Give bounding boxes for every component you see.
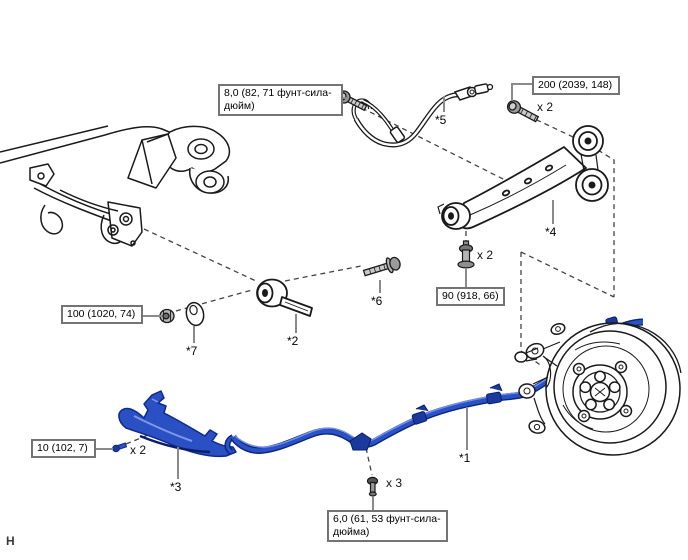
washer-part7-icon <box>185 301 205 327</box>
torque-label-6nm: 6,0 (61, 53 фунт-сила- дюйма) <box>327 510 448 543</box>
lateral-link-drawing <box>256 278 313 317</box>
part-callout-1: *1 <box>459 451 471 465</box>
part-callout-5: *5 <box>435 113 447 127</box>
page-corner-letter: H <box>6 534 15 548</box>
cable-cover-drawing <box>118 390 237 458</box>
leader-lines <box>96 83 554 510</box>
torque-label-100nm: 100 (1020, 74) <box>61 305 143 325</box>
bolt-part6-icon <box>362 256 401 277</box>
part-callout-2: *2 <box>287 334 299 348</box>
qty-label-200nm: x 2 <box>537 100 554 114</box>
subframe-drawing <box>0 125 231 247</box>
torque-label-8nm: 8,0 (82, 71 фунт-сила- дюйм) <box>218 84 343 117</box>
part-callout-6: *6 <box>371 294 383 308</box>
qty-label-10nm: x 2 <box>130 443 147 457</box>
bolt-90nm-icon <box>457 240 475 269</box>
part-callout-3: *3 <box>170 480 182 494</box>
torque-label-200nm: 200 (2039, 148) <box>532 76 620 96</box>
part-callout-7: *7 <box>186 344 198 358</box>
torque-label-10nm: 10 (102, 7) <box>31 439 96 459</box>
bolt-200nm-icon <box>506 100 540 123</box>
qty-label-90nm: x 2 <box>477 248 494 262</box>
nut-100nm-icon <box>159 308 175 324</box>
part-callout-4: *4 <box>545 225 557 239</box>
hub-backing-plate-drawing <box>514 322 682 456</box>
qty-label-6nm: x 3 <box>386 476 403 490</box>
bolt-10nm-blue-icon <box>112 442 128 453</box>
trailing-arm-drawing <box>437 125 609 230</box>
torque-label-90nm: 90 (918, 66) <box>436 287 505 307</box>
bolt-6nm-screw-icon <box>366 476 379 497</box>
